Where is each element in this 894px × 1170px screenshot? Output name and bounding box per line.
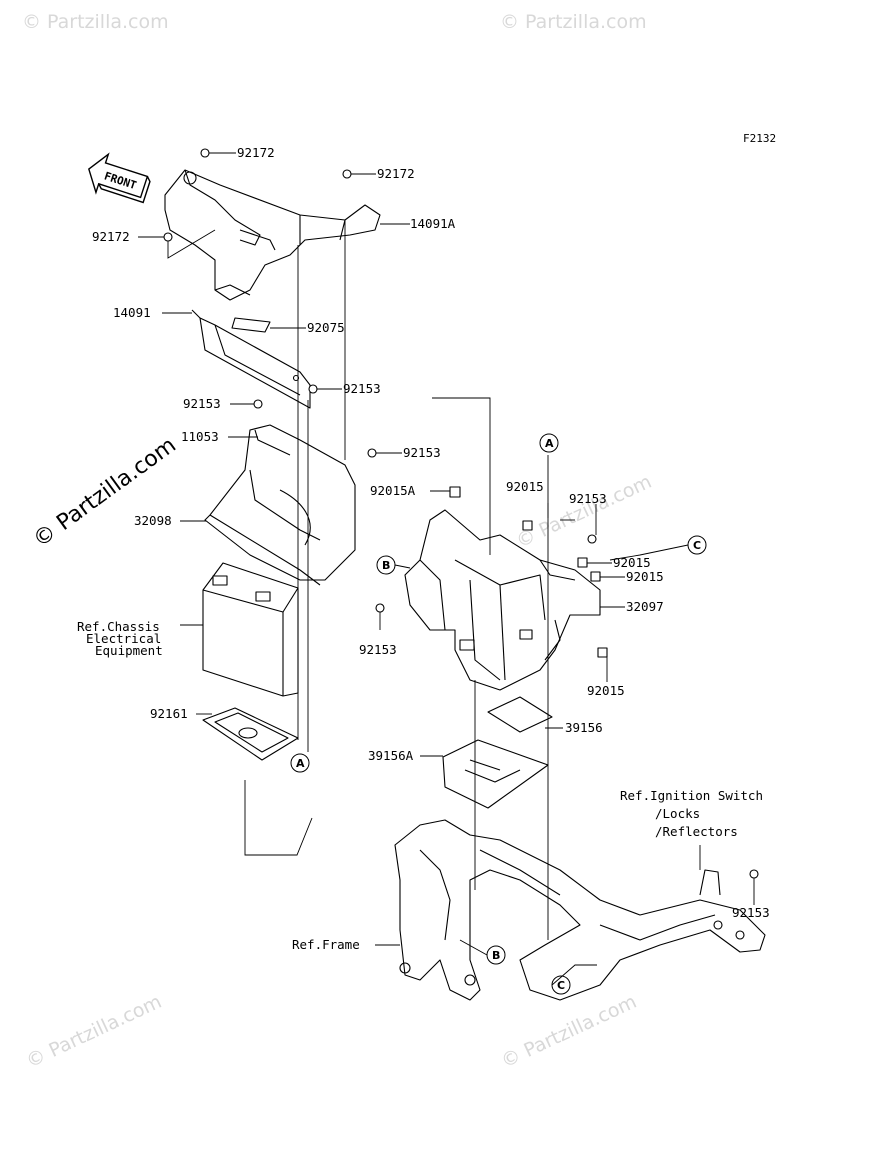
pad-92075 — [231, 317, 271, 333]
label-39156: 39156 — [565, 720, 603, 735]
ref-chassis-line1: Ref.Chassis — [77, 619, 160, 634]
callout-c-bottom-label: C — [557, 979, 565, 992]
label-32098: 32098 — [134, 513, 172, 528]
ref-chassis-line2: Electrical — [86, 631, 161, 646]
label-11053: 11053 — [181, 429, 219, 444]
reference-labels: Ref.Chassis Electrical Equipment Ref.Ign… — [77, 619, 763, 952]
label-92153-a: 92153 — [343, 381, 381, 396]
ref-ignition-line2: /Locks — [655, 806, 700, 821]
callout-a-bottom: A — [290, 753, 310, 773]
label-92075: 92075 — [307, 320, 345, 335]
ref-ignition-line3: /Reflectors — [655, 824, 738, 839]
bracket-14091 — [191, 309, 311, 409]
label-92153-d: 92153 — [569, 491, 607, 506]
callout-c-bottom: C — [551, 975, 571, 995]
label-92015-top: 92015 — [506, 479, 544, 494]
callout-c-top-label: C — [693, 539, 701, 552]
watermark-bottom-left: © Partzilla.com — [23, 991, 165, 1073]
ref-ignition-line1: Ref.Ignition Switch — [620, 788, 763, 803]
watermark-main: © Partzilla.com — [29, 433, 181, 553]
pad-39156A — [442, 739, 549, 809]
bolt-icons — [163, 148, 759, 879]
battery-box-32097 — [404, 509, 601, 691]
label-32097: 32097 — [626, 599, 664, 614]
label-92153-f: 92153 — [732, 905, 770, 920]
label-14091A: 14091A — [410, 216, 456, 231]
front-arrow-icon: FRONT — [88, 152, 151, 204]
pad-39156 — [487, 696, 553, 733]
label-39156A: 39156A — [368, 748, 414, 763]
battery — [202, 562, 299, 697]
left-guide-lines — [244, 220, 346, 856]
callout-b-bottom: B — [486, 945, 506, 965]
part-labels: 92172 92172 92172 14091A 14091 92075 921… — [92, 145, 770, 920]
label-92015-c1: 92015 — [613, 555, 651, 570]
label-92161: 92161 — [150, 706, 188, 721]
right-guide-lines — [432, 397, 575, 940]
callout-b-top: B — [376, 555, 396, 575]
battery-case-32098 — [204, 424, 356, 586]
ref-frame: Ref.Frame — [292, 937, 360, 952]
label-92153-c: 92153 — [403, 445, 441, 460]
callout-b-top-label: B — [382, 559, 390, 572]
callout-a-top-label: A — [545, 437, 554, 450]
label-leaders — [138, 152, 755, 946]
frame — [394, 819, 766, 1001]
label-92172-left: 92172 — [92, 229, 130, 244]
ref-chassis-line3: Equipment — [95, 643, 163, 658]
callout-a-top: A — [539, 433, 559, 453]
label-92153-b: 92153 — [183, 396, 221, 411]
watermark-top-left: © Partzilla.com — [22, 11, 169, 33]
watermark-top-right: © Partzilla.com — [500, 11, 647, 33]
label-92015-low: 92015 — [587, 683, 625, 698]
label-92172-top: 92172 — [237, 145, 275, 160]
callout-a-bottom-label: A — [296, 757, 305, 770]
callout-c-top: C — [687, 535, 707, 555]
label-92153-e: 92153 — [359, 642, 397, 657]
callout-b-bottom-label: B — [492, 949, 500, 962]
tray-92161 — [202, 707, 299, 761]
label-92015-c2: 92015 — [626, 569, 664, 584]
battery-cover-upper — [164, 169, 381, 301]
watermark-bottom-right: © Partzilla.com — [498, 991, 640, 1073]
label-14091: 14091 — [113, 305, 151, 320]
label-92015A: 92015A — [370, 483, 416, 498]
figure-code: F2132 — [743, 132, 776, 145]
label-92172-mid: 92172 — [377, 166, 415, 181]
